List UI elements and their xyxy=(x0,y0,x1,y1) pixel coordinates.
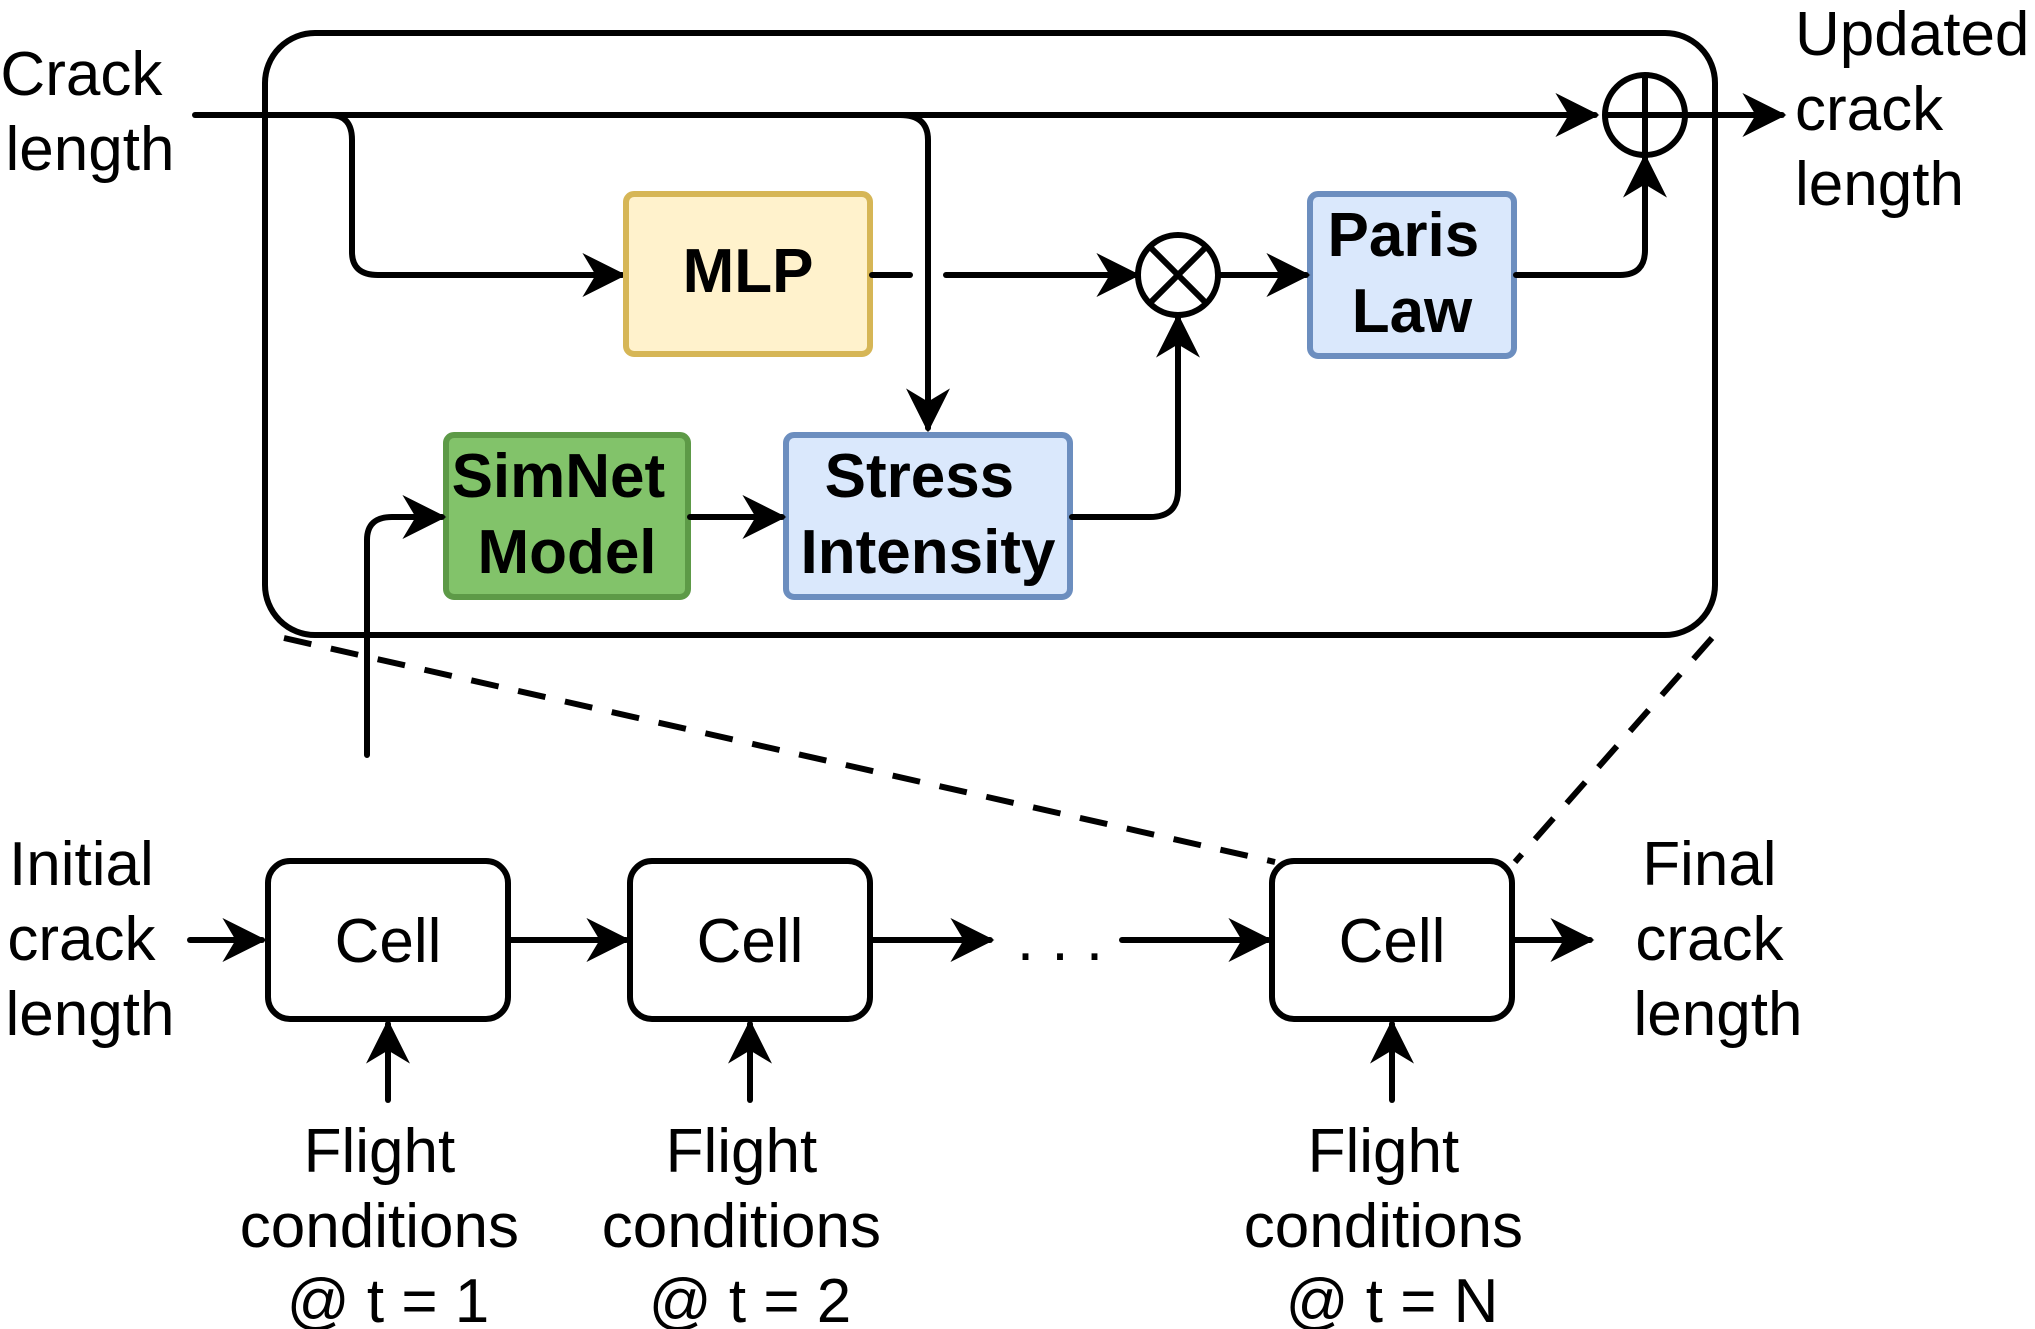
flight-conditions-1-label: Flight conditions @ t = 1 xyxy=(240,1117,536,1329)
final-crack-length-label: Final crack length xyxy=(1634,830,1803,1049)
crack-to-stress-wire xyxy=(897,112,950,433)
cell-n-label: Cell xyxy=(1339,907,1446,976)
initial-crack-length-label: Initial crack length xyxy=(6,830,175,1049)
add-operator-icon xyxy=(1602,72,1688,158)
flight-conditions-2-label: Flight conditions @ t = 2 xyxy=(602,1117,898,1329)
ellipsis: . . . xyxy=(1017,905,1103,974)
cell-2-label: Cell xyxy=(697,907,804,976)
crack-to-mlp-wire xyxy=(327,112,627,297)
stress-intensity-block-label: Stress Intensity xyxy=(801,442,1056,587)
multiply-operator-icon xyxy=(1135,232,1221,318)
paris-law-block-label: Paris Law xyxy=(1328,201,1497,346)
mlp-block-label: MLP xyxy=(683,237,814,306)
cell-1-label: Cell xyxy=(335,907,442,976)
stress-to-multiply-wire xyxy=(1069,313,1200,520)
conditions-to-simnet-wire xyxy=(364,495,447,758)
paris-to-adder-wire xyxy=(1513,153,1667,278)
updated-crack-length-label: Updated crack length xyxy=(1795,0,2035,219)
simnet-block-label: SimNet Model xyxy=(452,442,683,587)
crack-length-label: Crack length xyxy=(0,40,179,184)
cell-container xyxy=(262,30,1718,638)
zoom-line-left xyxy=(283,635,1276,865)
flight-conditions-n-label: Flight conditions @ t = N xyxy=(1244,1117,1540,1329)
zoom-line-right xyxy=(1512,636,1715,864)
